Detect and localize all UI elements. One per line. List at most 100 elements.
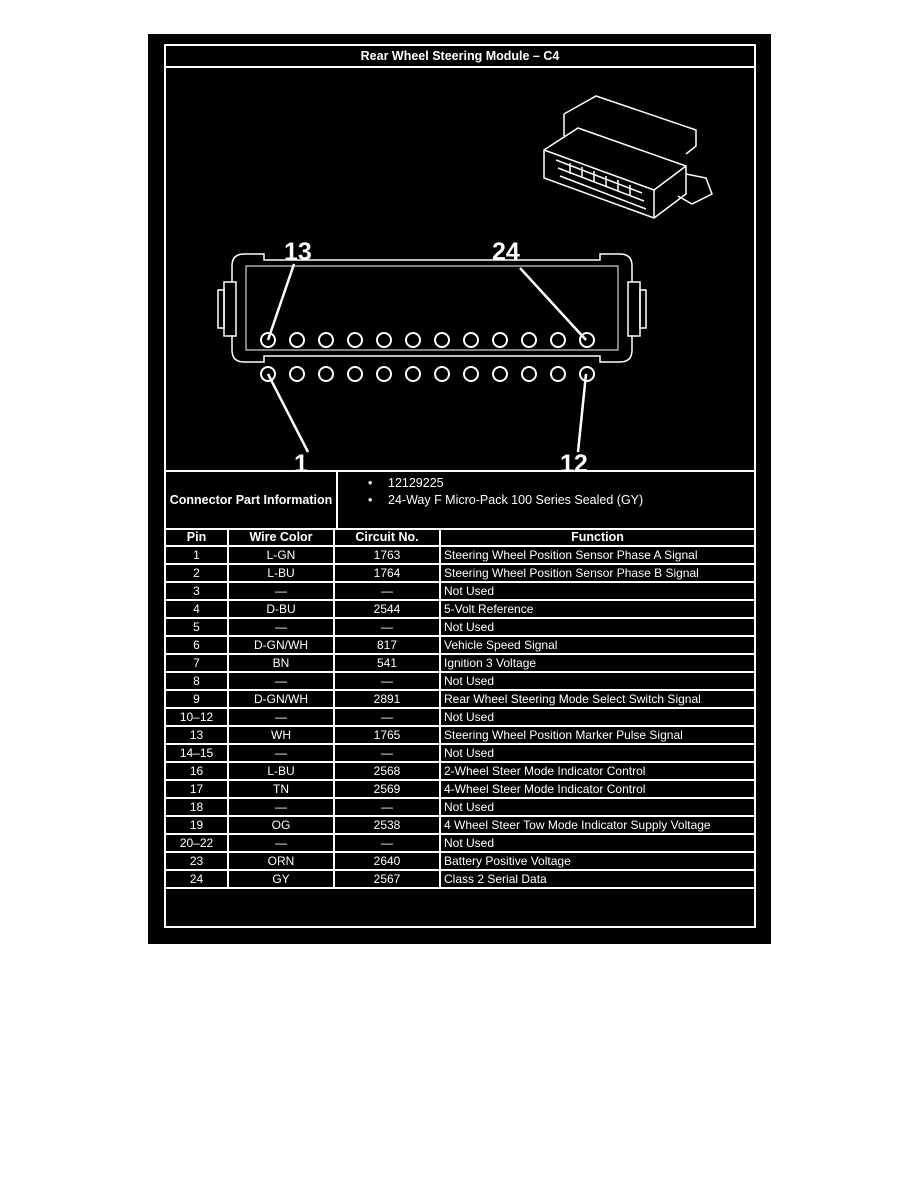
- cell-circuit-no: 2568: [333, 761, 441, 781]
- cell-wire-color: —: [227, 797, 335, 817]
- pin-cavities: [260, 332, 595, 382]
- cell-wire-color: L-BU: [227, 563, 335, 583]
- connector-3d-illustration: [543, 95, 713, 219]
- pin-cavity: [550, 332, 566, 348]
- cell-pin: 10–12: [166, 707, 229, 727]
- cell-circuit-no: —: [333, 671, 441, 691]
- cell-function: Not Used: [439, 581, 754, 601]
- cell-circuit-no: —: [333, 581, 441, 601]
- cell-pin: 2: [166, 563, 229, 583]
- cell-pin: 4: [166, 599, 229, 619]
- cell-circuit-no: 2538: [333, 815, 441, 835]
- cell-wire-color: ORN: [227, 851, 335, 871]
- cell-circuit-no: 2567: [333, 869, 441, 889]
- cell-circuit-no: 1763: [333, 545, 441, 565]
- cell-function: 5-Volt Reference: [439, 599, 754, 619]
- header-circuit-no: Circuit No.: [333, 528, 441, 547]
- pin-table-header: Pin Wire Color Circuit No. Function: [166, 528, 754, 547]
- pin-cavity: [376, 332, 392, 348]
- cell-wire-color: —: [227, 833, 335, 853]
- table-row: 5——Not Used: [166, 617, 754, 637]
- cell-pin: 16: [166, 761, 229, 781]
- cell-function: Not Used: [439, 797, 754, 817]
- pin-cavity: [289, 366, 305, 382]
- pin-cavity: [579, 332, 595, 348]
- connector-figure-panel: Rear Wheel Steering Module – C4: [148, 34, 771, 944]
- cell-pin: 14–15: [166, 743, 229, 763]
- cell-wire-color: —: [227, 617, 335, 637]
- cell-pin: 3: [166, 581, 229, 601]
- cell-circuit-no: 817: [333, 635, 441, 655]
- pin-cavity: [521, 332, 537, 348]
- cell-pin: 9: [166, 689, 229, 709]
- cell-pin: 24: [166, 869, 229, 889]
- cell-wire-color: WH: [227, 725, 335, 745]
- pin-cavity: [260, 366, 276, 382]
- cell-wire-color: D-BU: [227, 599, 335, 619]
- table-row: 20–22——Not Used: [166, 833, 754, 853]
- cell-circuit-no: 2640: [333, 851, 441, 871]
- cell-wire-color: —: [227, 671, 335, 691]
- cell-circuit-no: —: [333, 743, 441, 763]
- pin-cavity: [550, 366, 566, 382]
- pin-cavity: [289, 332, 305, 348]
- part-info-item: 12129225: [338, 475, 643, 492]
- connector-face-svg: [217, 95, 713, 453]
- pin-cavity: [347, 366, 363, 382]
- header-wire-color: Wire Color: [227, 528, 335, 547]
- cell-wire-color: D-GN/WH: [227, 689, 335, 709]
- cell-pin: 20–22: [166, 833, 229, 853]
- cell-wire-color: GY: [227, 869, 335, 889]
- cell-wire-color: L-GN: [227, 545, 335, 565]
- connector-body: [217, 253, 647, 363]
- connector-diagram: 13 24 1 12: [166, 68, 754, 477]
- cell-circuit-no: 2544: [333, 599, 441, 619]
- pin-cavity: [434, 332, 450, 348]
- callout-13: 13: [284, 238, 312, 266]
- table-row: 3——Not Used: [166, 581, 754, 601]
- header-pin: Pin: [166, 528, 229, 547]
- cell-circuit-no: —: [333, 833, 441, 853]
- cell-wire-color: L-BU: [227, 761, 335, 781]
- cell-pin: 23: [166, 851, 229, 871]
- part-info-list: 12129225 24-Way F Micro-Pack 100 Series …: [338, 475, 643, 509]
- cell-function: Not Used: [439, 671, 754, 691]
- table-row: 10–12——Not Used: [166, 707, 754, 727]
- pin-cavity: [318, 332, 334, 348]
- cell-function: 4 Wheel Steer Tow Mode Indicator Supply …: [439, 815, 754, 835]
- figure-frame: Rear Wheel Steering Module – C4: [164, 44, 756, 928]
- cell-pin: 1: [166, 545, 229, 565]
- pin-cavity: [405, 366, 421, 382]
- table-row: 14–15——Not Used: [166, 743, 754, 763]
- cell-circuit-no: 541: [333, 653, 441, 673]
- cell-wire-color: OG: [227, 815, 335, 835]
- cell-circuit-no: —: [333, 707, 441, 727]
- cell-circuit-no: —: [333, 617, 441, 637]
- pin-cavity: [492, 332, 508, 348]
- cell-function: 4-Wheel Steer Mode Indicator Control: [439, 779, 754, 799]
- cell-wire-color: —: [227, 581, 335, 601]
- pin-cavity: [376, 366, 392, 382]
- pin-cavity: [434, 366, 450, 382]
- pin-cavity: [492, 366, 508, 382]
- cell-wire-color: —: [227, 707, 335, 727]
- cell-pin: 18: [166, 797, 229, 817]
- table-row: 8——Not Used: [166, 671, 754, 691]
- part-info-item: 24-Way F Micro-Pack 100 Series Sealed (G…: [338, 492, 643, 509]
- table-row: 18——Not Used: [166, 797, 754, 817]
- cell-function: 2-Wheel Steer Mode Indicator Control: [439, 761, 754, 781]
- pin-cavity: [463, 366, 479, 382]
- cell-function: Not Used: [439, 617, 754, 637]
- pin-cavity: [579, 366, 595, 382]
- cell-function: Steering Wheel Position Sensor Phase B S…: [439, 563, 754, 583]
- cell-function: Vehicle Speed Signal: [439, 635, 754, 655]
